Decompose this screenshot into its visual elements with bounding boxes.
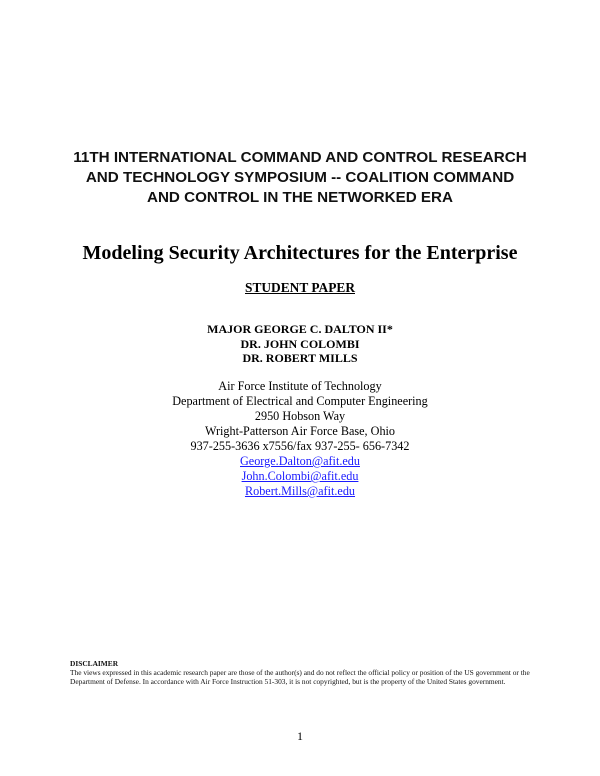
email-link-colombi[interactable]: John.Colombi@afit.edu: [241, 469, 359, 483]
email-link-dalton[interactable]: George.Dalton@afit.edu: [240, 454, 360, 468]
department: Department of Electrical and Computer En…: [172, 394, 428, 408]
institution: Air Force Institute of Technology: [218, 379, 382, 393]
conference-title-line: 11TH INTERNATIONAL COMMAND AND CONTROL R…: [73, 149, 527, 166]
author-name: DR. ROBERT MILLS: [242, 351, 358, 365]
author-list: MAJOR GEORGE C. DALTON II* DR. JOHN COLO…: [40, 322, 560, 366]
author-name: DR. JOHN COLOMBI: [240, 336, 360, 351]
disclaimer: DISCLAIMER The views expressed in this a…: [70, 659, 540, 686]
paper-type-label: STUDENT PAPER: [245, 280, 355, 295]
author-name: MAJOR GEORGE C. DALTON II*: [207, 322, 393, 336]
paper-title: Modeling Security Architectures for the …: [82, 242, 518, 264]
conference-title-line: AND CONTROL IN THE NETWORKED ERA: [147, 189, 453, 206]
city-state: Wright-Patterson Air Force Base, Ohio: [204, 424, 396, 438]
street-address: 2950 Hobson Way: [254, 409, 346, 423]
page-number: 1: [297, 729, 303, 743]
email-link-mills[interactable]: Robert.Mills@afit.edu: [244, 484, 356, 498]
affiliation-block: Air Force Institute of Technology Depart…: [40, 379, 560, 499]
disclaimer-text: The views expressed in this academic res…: [70, 668, 530, 686]
conference-title: 11TH INTERNATIONAL COMMAND AND CONTROL R…: [40, 148, 560, 208]
conference-title-line: AND TECHNOLOGY SYMPOSIUM -- COALITION CO…: [85, 169, 515, 186]
phone-fax: 937-255-3636 x7556/fax 937-255- 656-7342: [190, 439, 410, 453]
paper-type: STUDENT PAPER: [40, 280, 560, 296]
disclaimer-heading: DISCLAIMER: [70, 659, 119, 668]
